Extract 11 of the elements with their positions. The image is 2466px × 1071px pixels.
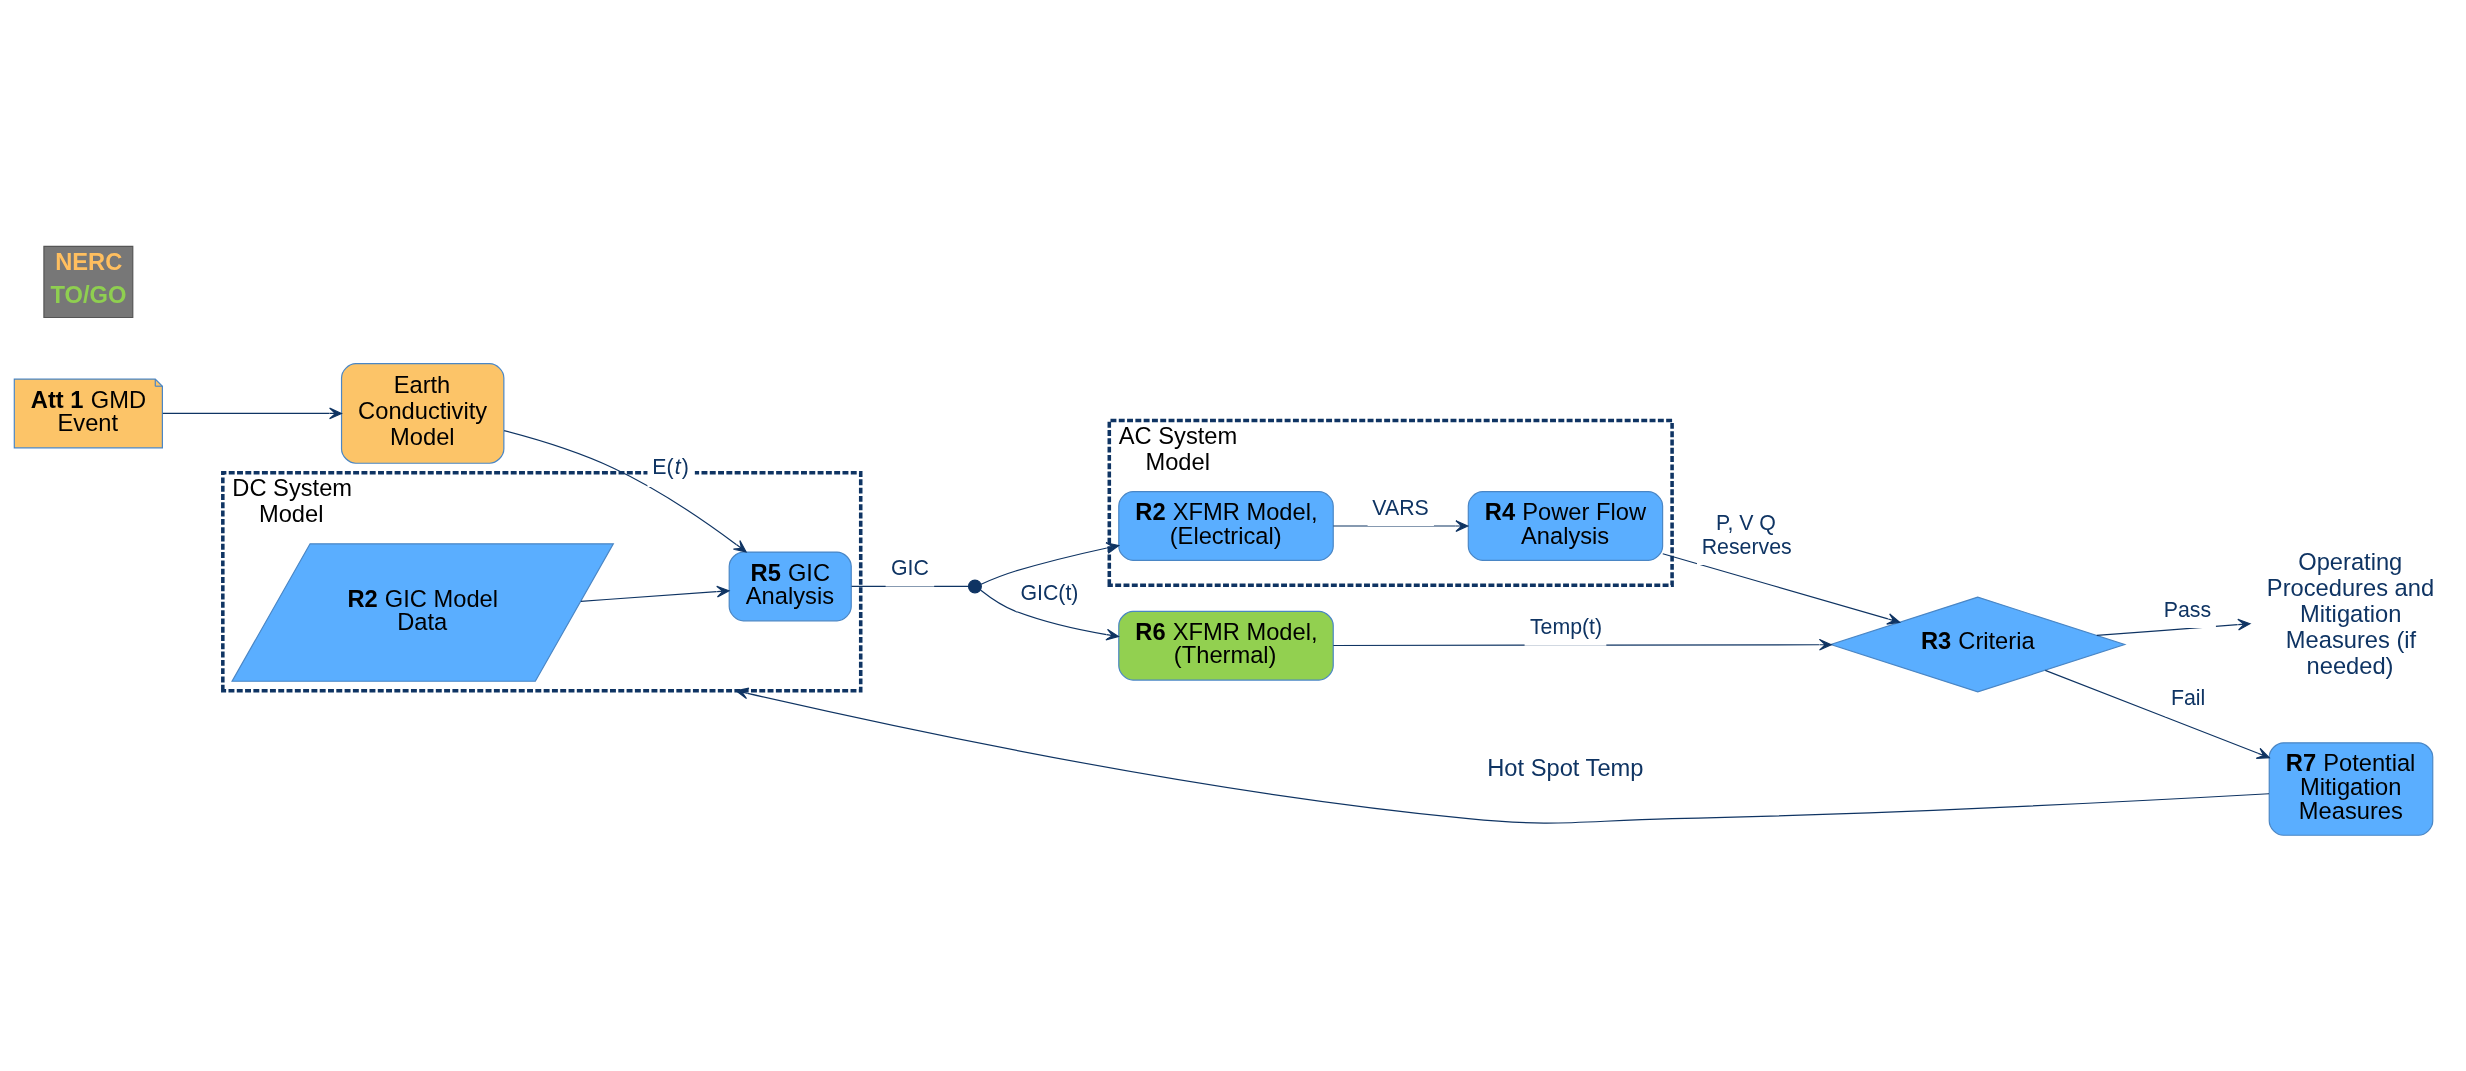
node-text: Operating Procedures and Mitigation Measures (if needed) (2266, 548, 2435, 680)
edge-label: GIC (890, 556, 929, 581)
legend-label: NERC (55, 249, 123, 276)
label: Hot Spot Temp (1487, 755, 1644, 782)
edge-label: VARS (1372, 495, 1429, 520)
edge-label: P, V Q Reserves (1701, 511, 1792, 559)
edge-label: Fail (2170, 686, 2206, 711)
edge-label: Pass (2163, 597, 2212, 622)
legend-label: TO/GO (50, 282, 127, 309)
edge-label: GIC(t) (1020, 580, 1079, 605)
edge-label: Temp(t) (1529, 615, 1603, 640)
